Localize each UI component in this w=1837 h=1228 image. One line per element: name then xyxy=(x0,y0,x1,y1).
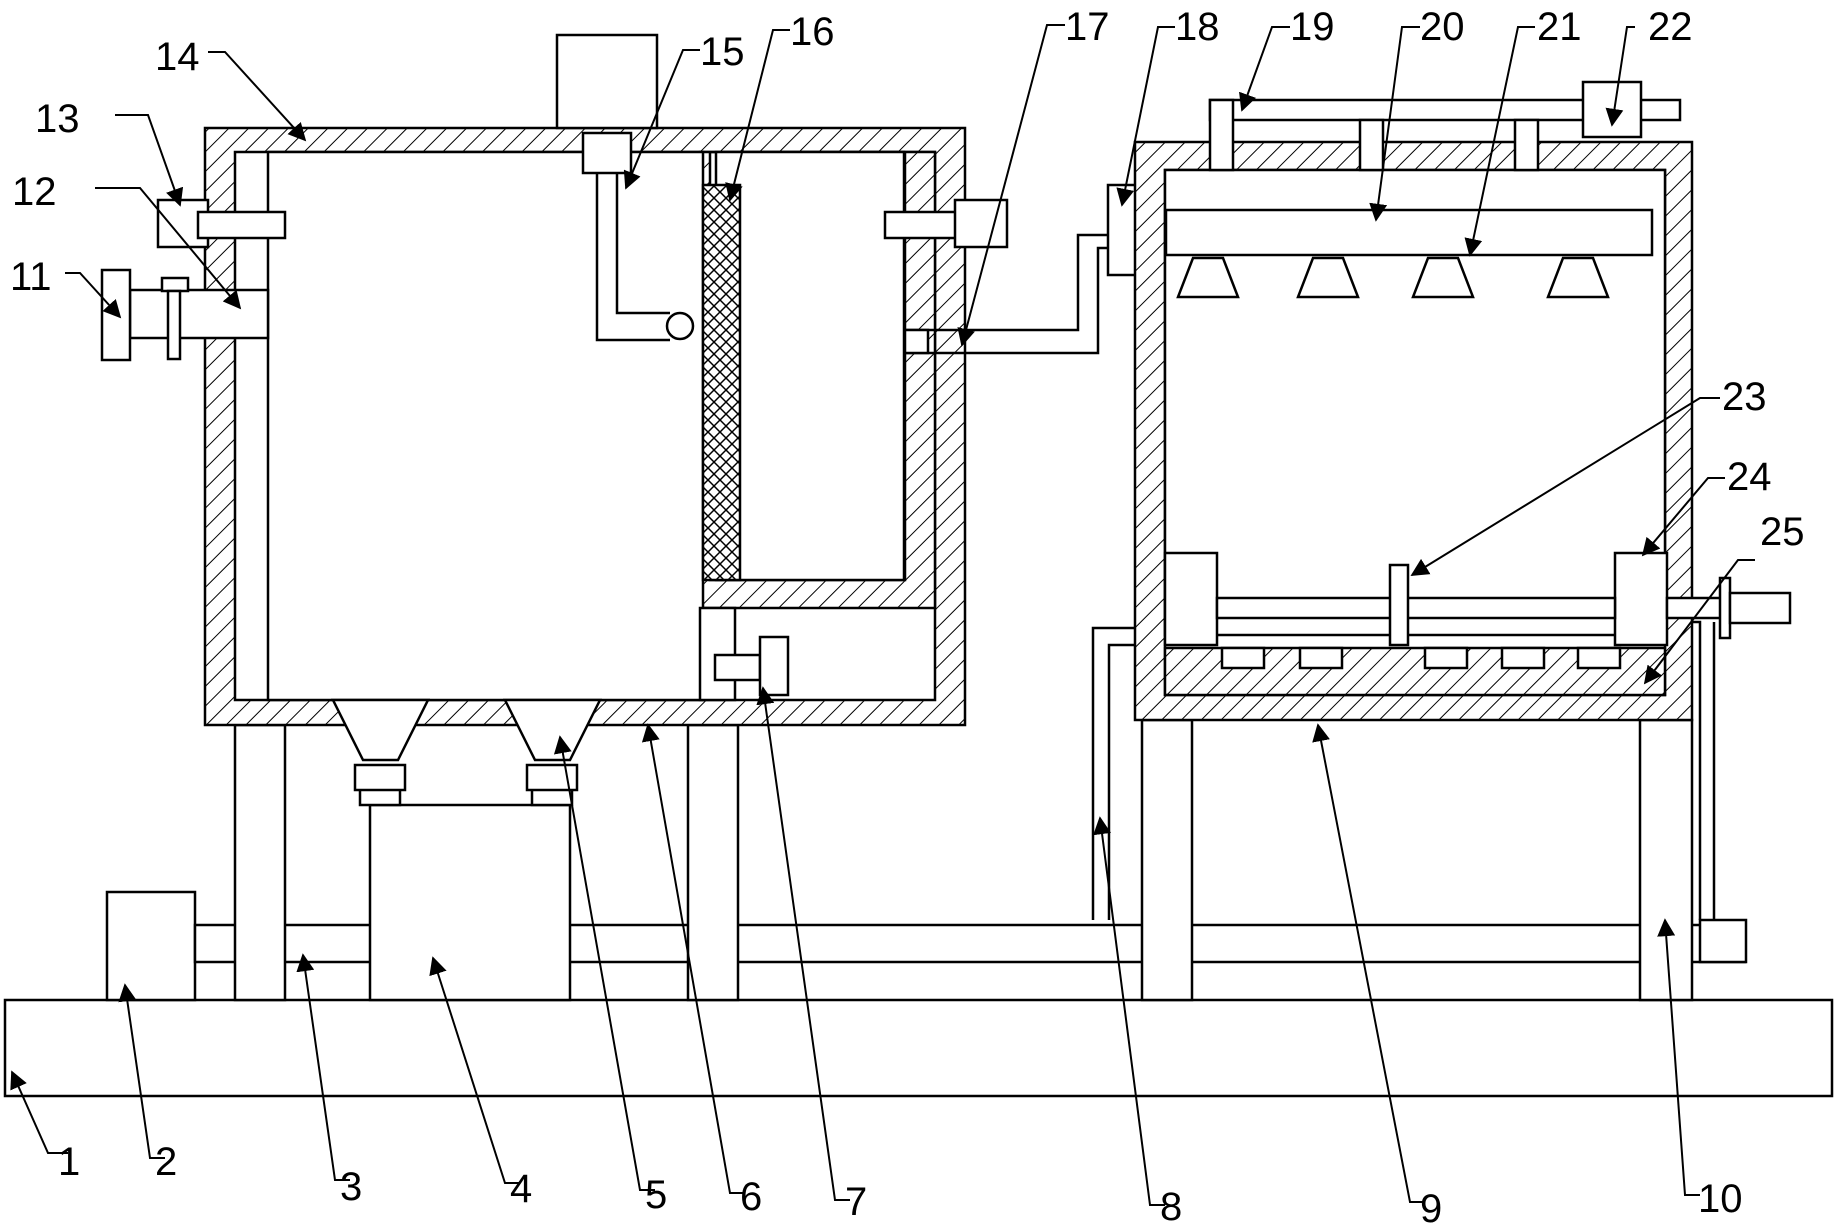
spray-manifold xyxy=(1164,208,1654,257)
stir-shaft-right xyxy=(615,173,670,315)
collection-box xyxy=(368,803,572,1002)
connect-pipe-bottom xyxy=(905,246,1108,355)
label-12: 12 xyxy=(12,170,57,214)
label-10: 10 xyxy=(1698,1177,1743,1221)
filter-mesh xyxy=(701,183,742,582)
inlet-pipe xyxy=(128,288,270,340)
inlet-valve-stem xyxy=(166,289,182,361)
label-8: 8 xyxy=(1160,1185,1182,1228)
label-24: 24 xyxy=(1727,455,1772,499)
label-9: 9 xyxy=(1420,1187,1442,1228)
settling-cavity xyxy=(714,150,906,582)
left-leg-1 xyxy=(233,723,287,1002)
label-23: 23 xyxy=(1722,375,1767,419)
connect-pipe-stub xyxy=(903,328,930,355)
shaft-coupling xyxy=(581,131,633,175)
spray-feed-riser xyxy=(1208,98,1235,172)
hopper-right xyxy=(502,698,603,762)
label-2: 2 xyxy=(155,1140,177,1184)
spray-nozzle-4 xyxy=(1546,256,1610,299)
label-6: 6 xyxy=(740,1175,762,1219)
left-tank-cavity xyxy=(266,150,705,702)
connect-pipe-top xyxy=(905,233,1108,332)
right-clamp-bar xyxy=(883,210,967,240)
shaft-motor xyxy=(1728,591,1792,625)
label-14: 14 xyxy=(155,35,200,79)
label-3: 3 xyxy=(340,1165,362,1209)
spray-pump xyxy=(1581,80,1643,139)
base-plate xyxy=(3,998,1834,1098)
right-leg-2 xyxy=(1638,718,1694,1002)
label-11: 11 xyxy=(10,255,52,299)
label-18: 18 xyxy=(1175,5,1220,49)
spray-feed-drop-1 xyxy=(1358,118,1385,172)
label-19: 19 xyxy=(1290,5,1335,49)
spray-nozzle-3 xyxy=(1411,256,1475,299)
label-16: 16 xyxy=(790,10,835,54)
label-7: 7 xyxy=(845,1180,867,1224)
shaft-flange xyxy=(1718,576,1732,640)
leader-lines xyxy=(10,24,1755,1206)
side-pipe-outer xyxy=(1692,620,1702,920)
screw-shaft xyxy=(1215,596,1617,620)
stir-nozzle xyxy=(665,311,695,341)
spray-feed-drop-2 xyxy=(1513,118,1540,172)
label-4: 4 xyxy=(510,1167,532,1211)
label-5: 5 xyxy=(645,1173,667,1217)
scraper-blade xyxy=(1388,563,1410,647)
label-22: 22 xyxy=(1648,5,1693,49)
transfer-pump xyxy=(1106,183,1138,277)
reference-numerals: 1 2 3 4 5 6 7 8 9 10 11 12 13 14 15 16 1… xyxy=(10,5,1805,1228)
left-leg-2 xyxy=(686,723,740,1002)
label-25: 25 xyxy=(1760,510,1805,554)
right-clamp xyxy=(953,198,1009,249)
label-20: 20 xyxy=(1420,5,1465,49)
spray-nozzle-1 xyxy=(1176,256,1240,299)
spray-nozzle-2 xyxy=(1296,256,1360,299)
drain-pipe xyxy=(713,653,762,682)
hopper-left-valve xyxy=(353,763,407,792)
label-15: 15 xyxy=(700,30,745,74)
inlet-flange xyxy=(100,268,132,362)
label-17: 17 xyxy=(1065,5,1110,49)
label-1: 1 xyxy=(58,1140,80,1184)
label-13: 13 xyxy=(35,97,80,141)
inlet-valve-cap xyxy=(160,276,190,293)
spray-nozzles xyxy=(1176,256,1610,299)
label-21: 21 xyxy=(1537,5,1582,49)
drain-valve xyxy=(758,635,790,697)
screw-bearing-right xyxy=(1613,551,1669,647)
right-leg-1 xyxy=(1140,718,1194,1002)
hopper-left xyxy=(330,698,431,762)
stir-shaft-left xyxy=(595,173,670,342)
top-motor xyxy=(555,33,659,130)
motor xyxy=(105,890,197,1002)
rail-end-block xyxy=(1698,918,1748,964)
tray-bumps xyxy=(1220,646,1622,670)
screw-bearing-left xyxy=(1163,551,1219,647)
left-clamp-bar xyxy=(196,210,287,240)
